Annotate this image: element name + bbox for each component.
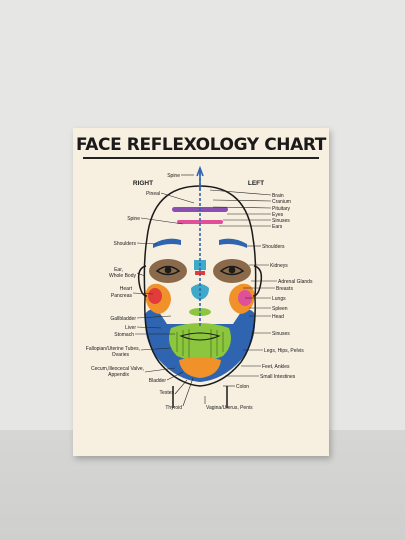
label-shoulders-right: Shoulders [113,241,136,247]
label-stomach: Stomach [114,332,134,338]
right-pupil [164,266,172,274]
right-eyebrow-zone [153,238,181,248]
left-eyebrow-zone [219,238,247,248]
label-shoulders-left: Shoulders [262,244,285,250]
label-feet-ankles: Feet, Ankles [262,364,290,370]
label-sinuses-lower: Sinuses [272,331,290,337]
pituitary-zone [177,220,223,224]
label-spine-top: Spine [167,173,180,179]
label-whole-body: Whole Body [109,273,136,279]
label-cecum: Cecum,Illeocecal Valve, [91,366,144,372]
poster-title: FACE REFLEXOLOGY CHART [75,135,326,155]
face-outline [137,185,263,408]
label-pineal: Pineal [146,191,160,197]
label-lungs: Lungs [272,296,286,302]
label-eyes: Eyes [272,212,284,218]
label-kidneys: Kidneys [270,263,288,269]
label-fallopian: Fallopian/Uterine Tubes, [86,346,140,352]
spine-arrow-icon [196,165,204,190]
label-thyroid: Thyroid [165,405,182,411]
label-pituitary: Pituitary [272,206,291,212]
label-gallbladder: Gallbladder [110,316,136,322]
small-intestine-stripes [176,329,224,358]
label-liver: Liver [125,325,136,331]
label-spine: Spine [127,216,140,222]
upper-lip-zone [189,308,211,316]
label-small-intestines: Small Intestines [260,374,296,380]
label-colon: Colon [236,384,249,390]
chin-orange-zone [179,357,221,378]
label-spleen: Spleen [272,306,288,312]
left-pupil [228,266,236,274]
head-outline [143,185,257,387]
label-ear: Ear, [114,267,123,273]
label-ovaries: Ovaries [112,352,130,358]
reflexology-poster: FACE REFLEXOLOGY CHART RIGHT LEFT [73,128,329,456]
label-legs-hips-pelvis: Legs, Hips, Pelvis [264,348,304,354]
label-testes: Testes [160,390,175,396]
label-pancreas: Pancreas [111,293,133,299]
label-cranium: Cranium [272,199,291,205]
right-label-group: Brain Cranium Pituitary Eyes Sinuses Ear… [206,193,313,411]
left-side-label: LEFT [248,180,264,187]
label-bladder: Bladder [149,378,167,384]
left-label-group: Spine Pineal Spine Shoulders Ear, Whole … [86,173,182,411]
right-eye-outline [155,265,181,276]
mouth-green-zone [169,323,231,361]
label-heart: Heart [120,286,133,292]
mouth-outline [179,332,221,341]
label-breasts: Breasts [276,286,293,292]
leader-lines [132,174,277,407]
label-adrenal-glands: Adrenal Glands [278,279,313,285]
label-sinuses-upper: Sinuses [272,218,290,224]
right-side-label: RIGHT [133,180,153,187]
label-vagina-uterus-penis: Vagina/Uterus, Penis [206,405,253,411]
label-brain: Brain [272,193,284,199]
label-appendix: Appendix [108,372,129,378]
right-ear-outline [137,265,148,297]
title-rule [83,157,319,159]
face-diagram: RIGHT LEFT [86,165,313,411]
label-ears: Ears [272,224,283,230]
left-ear-outline [252,265,263,297]
heart-zone [148,288,162,304]
left-eye-outline [219,265,245,276]
nose-tip-zone [191,284,209,300]
neck-outline [172,386,228,408]
label-head: Head [272,314,284,320]
